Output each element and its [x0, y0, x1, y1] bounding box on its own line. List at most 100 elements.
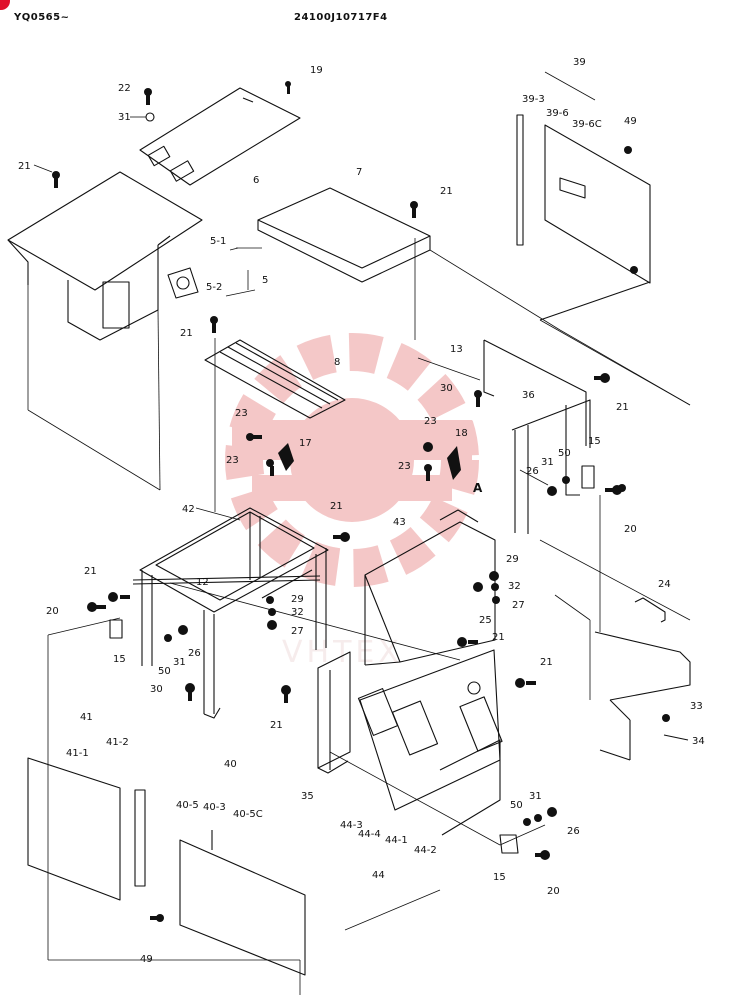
callout-5-1: 5-1 — [210, 236, 226, 247]
callout-39-3: 39-3 — [522, 94, 545, 105]
callout-32: 32 — [291, 607, 304, 618]
callout-50: 50 — [510, 800, 523, 811]
part-41-panel — [27, 757, 146, 901]
part-42-main-frame — [132, 507, 351, 774]
callout-21: 21 — [540, 657, 553, 668]
callout-6: 6 — [253, 175, 259, 186]
part-5-housing — [7, 171, 203, 341]
callout-44-2: 44-2 — [414, 845, 437, 856]
callout-29: 29 — [291, 594, 304, 605]
callout-31: 31 — [118, 112, 131, 123]
callout-26: 26 — [567, 826, 580, 837]
callout-25: 25 — [479, 615, 492, 626]
callout-31: 31 — [529, 791, 542, 802]
callout-labels: 22 19 31 6 21 7 21 39 39-3 39-6 39-6C 49… — [18, 57, 705, 965]
callout-44-3: 44-3 — [340, 820, 363, 831]
assembly-guide-lines — [27, 71, 691, 995]
callout-5: 5 — [262, 275, 268, 286]
callout-50: 50 — [158, 666, 171, 677]
callout-50: 50 — [558, 448, 571, 459]
callout-22: 22 — [118, 83, 131, 94]
callout-40-3: 40-3 — [203, 802, 226, 813]
callout-49: 49 — [624, 116, 637, 127]
callout-29: 29 — [506, 554, 519, 565]
part-5-2-gasket — [167, 267, 199, 299]
callout-5-2: 5-2 — [206, 282, 222, 293]
callout-13: 13 — [450, 344, 463, 355]
callout-31: 31 — [541, 457, 554, 468]
drawing-id-left: YQ0565~ — [14, 12, 70, 23]
callout-39-6: 39-6 — [546, 108, 569, 119]
callout-7: 7 — [356, 167, 362, 178]
callout-31: 31 — [173, 657, 186, 668]
callout-39-6c: 39-6C — [572, 119, 602, 130]
part-40-panel — [179, 830, 306, 976]
callout-39: 39 — [573, 57, 586, 68]
callout-26: 26 — [526, 466, 539, 477]
callout-8: 8 — [334, 357, 340, 368]
callout-27: 27 — [512, 600, 525, 611]
callout-15: 15 — [588, 436, 601, 447]
corner-badge — [0, 0, 10, 10]
callout-26: 26 — [188, 648, 201, 659]
callout-32: 32 — [508, 581, 521, 592]
callout-15: 15 — [113, 654, 126, 665]
callout-15: 15 — [493, 872, 506, 883]
leader-lines — [33, 116, 549, 521]
callout-a: A — [473, 481, 483, 495]
callout-20: 20 — [624, 524, 637, 535]
callout-23: 23 — [398, 461, 411, 472]
callout-17: 17 — [299, 438, 312, 449]
callout-30: 30 — [440, 383, 453, 394]
part-6-cover-plate — [139, 87, 301, 186]
callout-20: 20 — [46, 606, 59, 617]
part-44-panel-group — [357, 649, 503, 836]
callout-40: 40 — [224, 759, 237, 770]
callout-20: 20 — [547, 886, 560, 897]
callout-23: 23 — [235, 408, 248, 419]
callout-42: 42 — [182, 504, 195, 515]
part-24-bracket — [634, 597, 666, 623]
callout-23: 23 — [424, 416, 437, 427]
part-39-side-door — [516, 114, 651, 321]
drawing-id-center: 24100J10717F4 — [294, 12, 388, 23]
base-frame-outline — [594, 631, 691, 761]
callout-21: 21 — [330, 501, 343, 512]
part-7-top-cover — [257, 187, 431, 283]
callout-33: 33 — [690, 701, 703, 712]
callout-24: 24 — [658, 579, 671, 590]
part-13-36-right-frame — [483, 339, 591, 534]
callout-34: 34 — [692, 736, 705, 747]
callout-40-5: 40-5 — [176, 800, 199, 811]
callout-21: 21 — [616, 402, 629, 413]
callout-23: 23 — [226, 455, 239, 466]
callout-35: 35 — [301, 791, 314, 802]
callout-41-2: 41-2 — [106, 737, 129, 748]
watermark-gear-icon — [225, 333, 479, 587]
callout-18: 18 — [455, 428, 468, 439]
callout-44: 44 — [372, 870, 385, 881]
fasteners — [52, 81, 670, 922]
callout-49: 49 — [140, 954, 153, 965]
callout-44-4: 44-4 — [358, 829, 381, 840]
part-34-pin — [663, 734, 689, 741]
callout-44-1: 44-1 — [385, 835, 408, 846]
callout-27: 27 — [291, 626, 304, 637]
callout-21: 21 — [180, 328, 193, 339]
callout-12: 12 — [196, 577, 209, 588]
part-8-rail-plate — [204, 339, 346, 419]
callout-41-1: 41-1 — [66, 748, 89, 759]
callout-41: 41 — [80, 712, 93, 723]
callout-21: 21 — [18, 161, 31, 172]
callout-21: 21 — [270, 720, 283, 731]
callout-21: 21 — [84, 566, 97, 577]
callout-21: 21 — [492, 632, 505, 643]
callout-36: 36 — [522, 390, 535, 401]
callout-30: 30 — [150, 684, 163, 695]
part-15-mounts — [109, 465, 595, 854]
callout-43: 43 — [393, 517, 406, 528]
callout-21: 21 — [440, 186, 453, 197]
callout-40-5c: 40-5C — [233, 809, 263, 820]
callout-19: 19 — [310, 65, 323, 76]
